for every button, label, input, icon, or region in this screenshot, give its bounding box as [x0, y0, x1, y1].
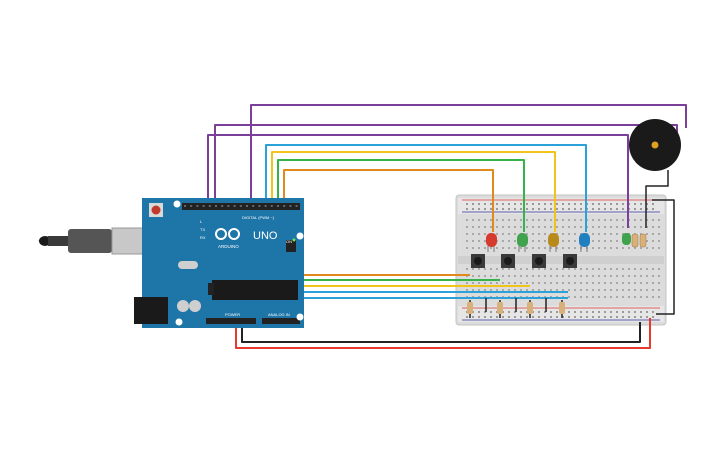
digital-pin-header [184, 205, 298, 207]
push-button-1 [471, 254, 485, 268]
led-green [517, 233, 528, 252]
push-button-2 [501, 254, 515, 268]
wire-black-gnd [241, 320, 641, 343]
led-yellow [548, 233, 559, 252]
resistor-bodies [467, 302, 565, 314]
wire-red-power [235, 318, 651, 349]
wire-purple-4 [645, 170, 669, 228]
arduino-uno-board[interactable]: UNO ARDUINO DIGITAL (PWM ~) POWER ANALOG… [134, 198, 304, 328]
wire-purple-3 [207, 134, 629, 228]
wire-yellow-top [271, 151, 556, 232]
buzzer-icon[interactable] [629, 119, 681, 171]
leds[interactable] [486, 233, 631, 252]
l-label: L [200, 219, 203, 224]
resistors-top[interactable] [631, 233, 647, 248]
analog-label: ANALOG IN [268, 312, 290, 317]
wire-black-right [652, 199, 675, 315]
push-button-4 [563, 254, 577, 268]
wire-purple-1 [250, 104, 687, 203]
led-red [486, 233, 497, 252]
wire-green-top [277, 159, 525, 232]
push-buttons[interactable] [471, 254, 577, 268]
push-button-3 [532, 254, 546, 268]
wire-blue-top [265, 144, 587, 232]
power-label: POWER [225, 312, 240, 317]
led-green-2 [622, 233, 631, 245]
tx-label: TX [200, 227, 205, 232]
board-model: UNO [253, 230, 278, 242]
wires [207, 104, 687, 349]
board-brand: ARDUINO [218, 244, 239, 249]
led-blue [579, 233, 590, 252]
on-label: ON [286, 239, 292, 244]
rx-label: RX [200, 235, 206, 240]
wire-purple-2 [214, 124, 678, 203]
arduino-logo-icon [215, 228, 240, 240]
wire-orange-top [283, 169, 494, 232]
digital-label: DIGITAL (PWM ~) [242, 215, 275, 220]
